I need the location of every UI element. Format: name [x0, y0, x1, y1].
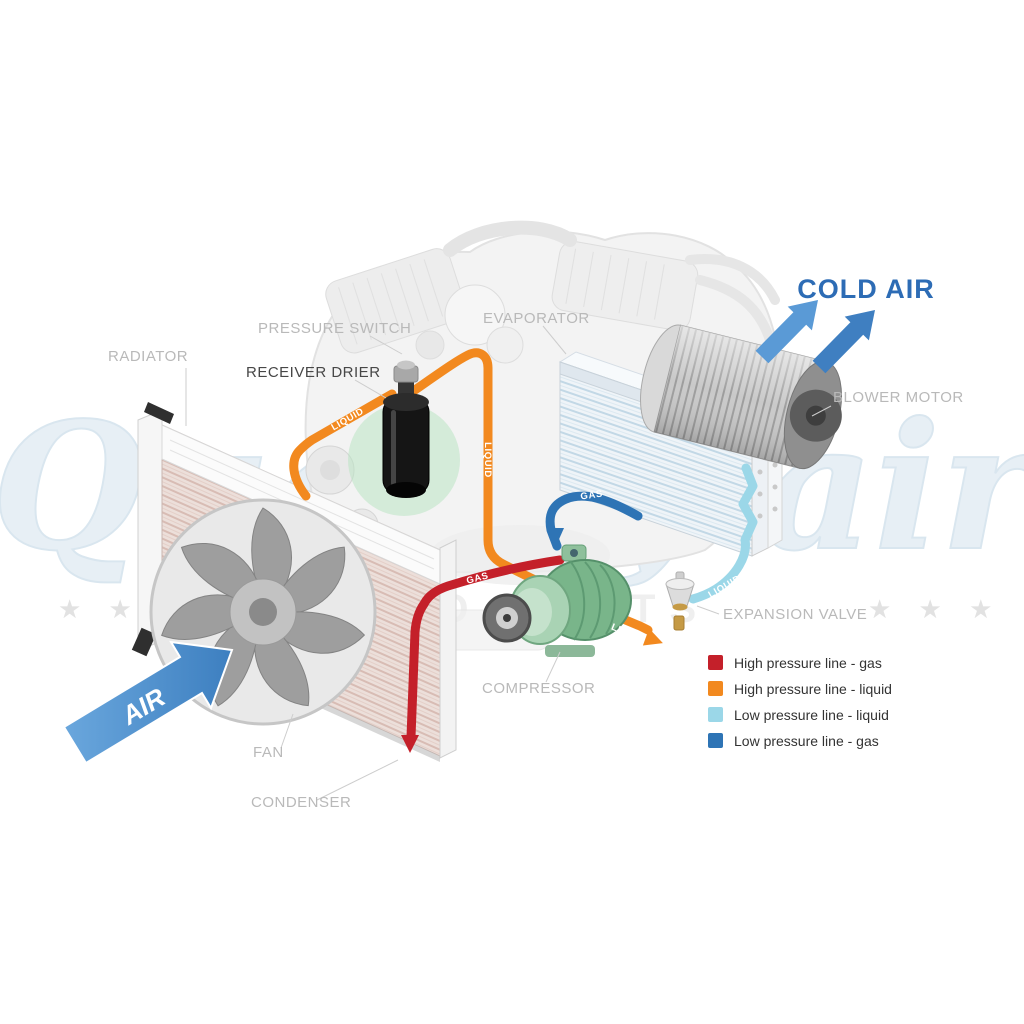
- legend-swatch-high-gas: [708, 655, 723, 670]
- low-pressure-gas-arrow: [548, 528, 564, 546]
- cold-air-arrow-1: [755, 300, 818, 364]
- condenser-bracket-top: [144, 402, 174, 424]
- expansion-valve-label: EXPANSION VALVE: [723, 606, 867, 623]
- evaporator-label: EVAPORATOR: [483, 310, 590, 327]
- high-pressure-gas-arrow: [401, 735, 419, 753]
- component-labels: RADIATOR PRESSURE SWITCH RECEIVER DRIER …: [108, 310, 964, 811]
- expansion-valve-graphic: [665, 571, 695, 631]
- condenser-end-tank: [439, 539, 457, 759]
- receiver-drier-label: RECEIVER DRIER: [246, 364, 381, 381]
- radiator-label: RADIATOR: [108, 348, 188, 365]
- cold-air-label: COLD AIR: [797, 274, 935, 304]
- cold-air-group: COLD AIR: [755, 274, 935, 374]
- blower-motor-label: BLOWER MOTOR: [833, 389, 964, 406]
- legend-label-low-gas: Low pressure line - gas: [734, 733, 879, 749]
- high-pressure-gas-line: [406, 555, 565, 742]
- legend: High pressure line - gas High pressure l…: [708, 655, 892, 749]
- legend-swatch-low-gas: [708, 733, 723, 748]
- cold-air-arrow-2: [812, 310, 875, 374]
- receiver-drier-graphic: [348, 360, 460, 516]
- fan-label: FAN: [253, 744, 284, 761]
- condenser-bracket-bottom: [131, 627, 157, 657]
- low-pressure-gas-line: [545, 491, 643, 551]
- legend-swatch-low-liquid: [708, 707, 723, 722]
- air-flow-arrow: AIR: [62, 640, 234, 765]
- high-pressure-liquid-line-condenser-to-drier: [289, 389, 397, 501]
- high-pressure-liquid-arrow: [642, 628, 663, 646]
- low-pressure-liquid-line: [688, 463, 758, 604]
- blower-motor-graphic: [640, 324, 842, 470]
- line-label-gas-blue: GAS: [580, 489, 604, 503]
- pressure-switch-label: PRESSURE SWITCH: [258, 320, 411, 337]
- condenser-label: CONDENSER: [251, 794, 351, 811]
- line-label-liquid-2: LIQUID: [482, 442, 493, 478]
- compressor-graphic: [482, 544, 632, 657]
- legend-label-high-gas: High pressure line - gas: [734, 655, 882, 671]
- legend-label-low-liquid: Low pressure line - liquid: [734, 707, 889, 723]
- legend-swatch-high-liquid: [708, 681, 723, 696]
- legend-label-high-liquid: High pressure line - liquid: [734, 681, 892, 697]
- compressor-label: COMPRESSOR: [482, 680, 595, 697]
- watermark-stars-right: ★ ★ ★: [868, 594, 1002, 624]
